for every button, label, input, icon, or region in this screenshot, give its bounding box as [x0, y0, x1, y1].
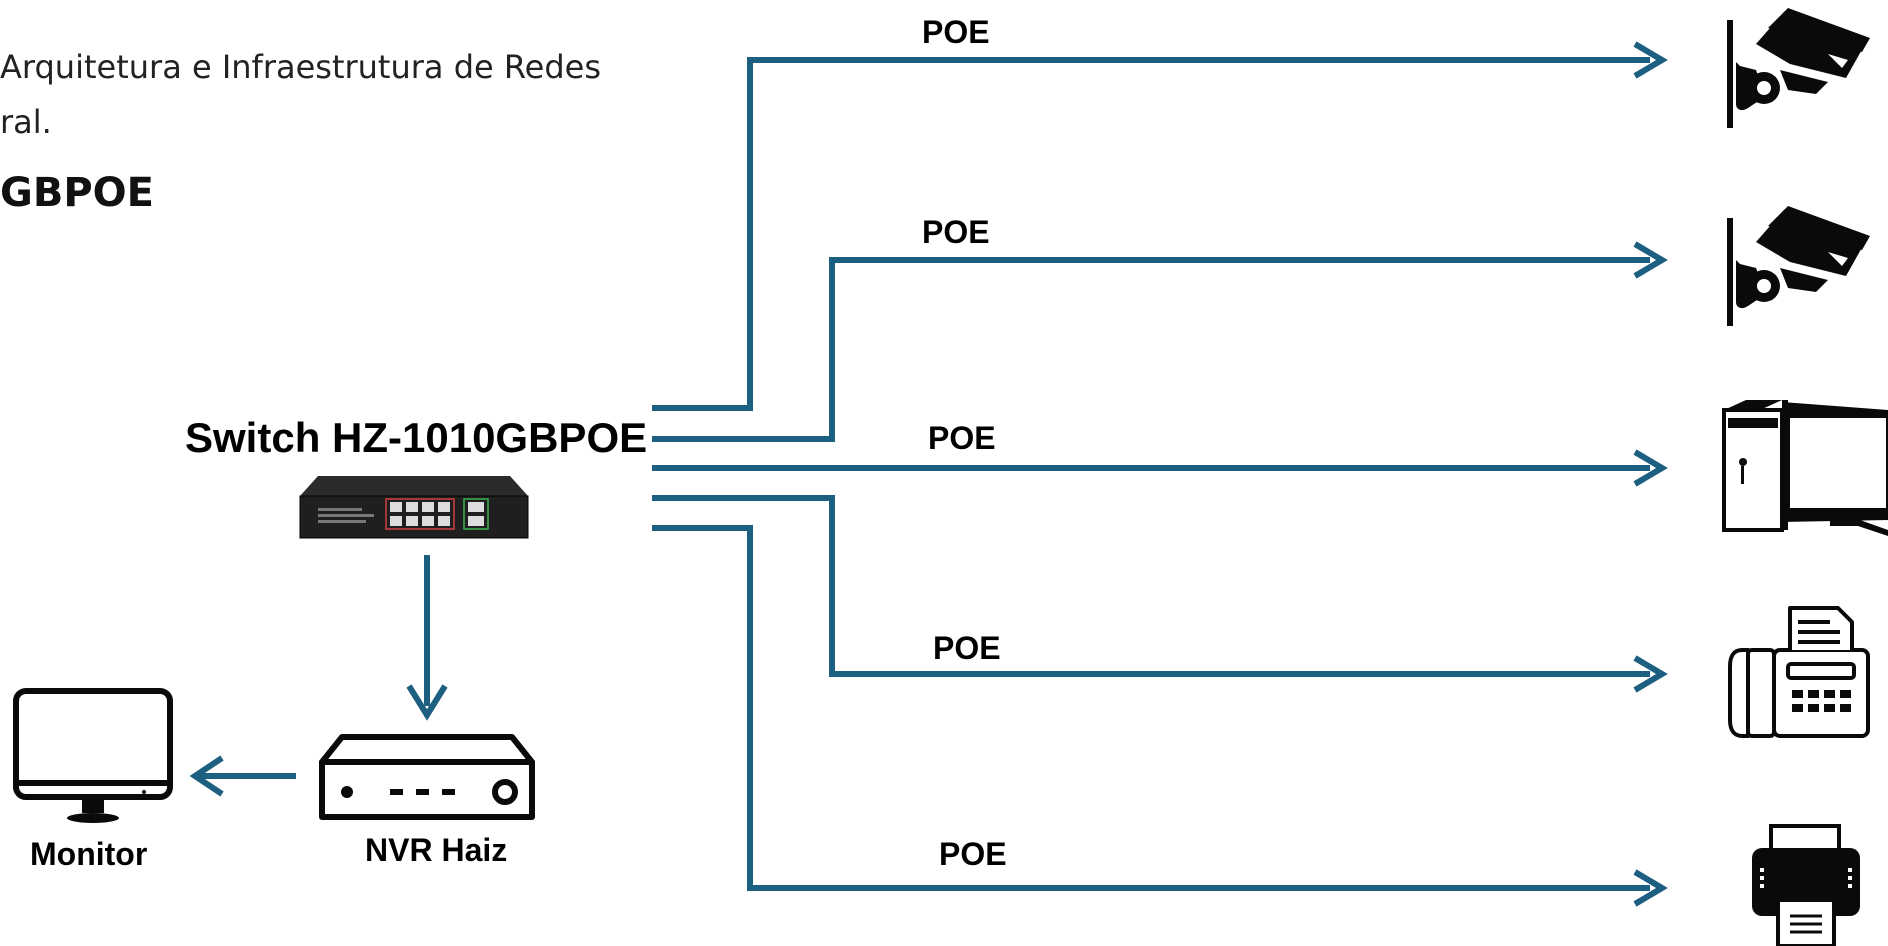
arrowhead-fax [1633, 655, 1668, 693]
page-heading: GBPOE [0, 170, 154, 216]
intro-text: Arquitetura e Infraestrutura de Redes ra… [0, 40, 601, 150]
poe-label-fax: POE [933, 630, 1001, 666]
arrowhead-nvr [406, 684, 448, 721]
nvr-label: NVR Haiz [365, 832, 508, 868]
fax-phone-icon [1728, 606, 1870, 738]
arrowhead-computer [1633, 449, 1668, 487]
poe-label-camera-1: POE [922, 14, 990, 50]
intro-line-1: Arquitetura e Infraestrutura de Redes [0, 48, 602, 86]
link-line-printer [652, 525, 1650, 891]
switch-icon [299, 476, 529, 539]
printer-icon [1752, 824, 1860, 946]
link-line-camera-1 [652, 57, 1650, 411]
monitor-icon [13, 688, 173, 823]
intro-line-2: ral. [0, 103, 52, 141]
arrowhead-monitor [189, 755, 224, 797]
switch-title: Switch HZ-1010GBPOE [185, 414, 648, 461]
arrowhead-camera-2 [1633, 241, 1668, 279]
link-line-fax [652, 495, 1650, 677]
camera-icon [1727, 8, 1870, 128]
desktop-computer-icon [1722, 400, 1888, 536]
camera-icon [1727, 206, 1870, 326]
monitor-label: Monitor [30, 836, 148, 872]
arrowhead-camera-1 [1633, 41, 1668, 79]
nvr-icon [319, 734, 535, 820]
poe-label-computer: POE [928, 420, 996, 456]
poe-label-printer: POE [939, 836, 1007, 872]
link-line-camera-2 [652, 257, 1650, 442]
poe-label-camera-2: POE [922, 214, 990, 250]
arrowhead-printer [1633, 869, 1668, 907]
